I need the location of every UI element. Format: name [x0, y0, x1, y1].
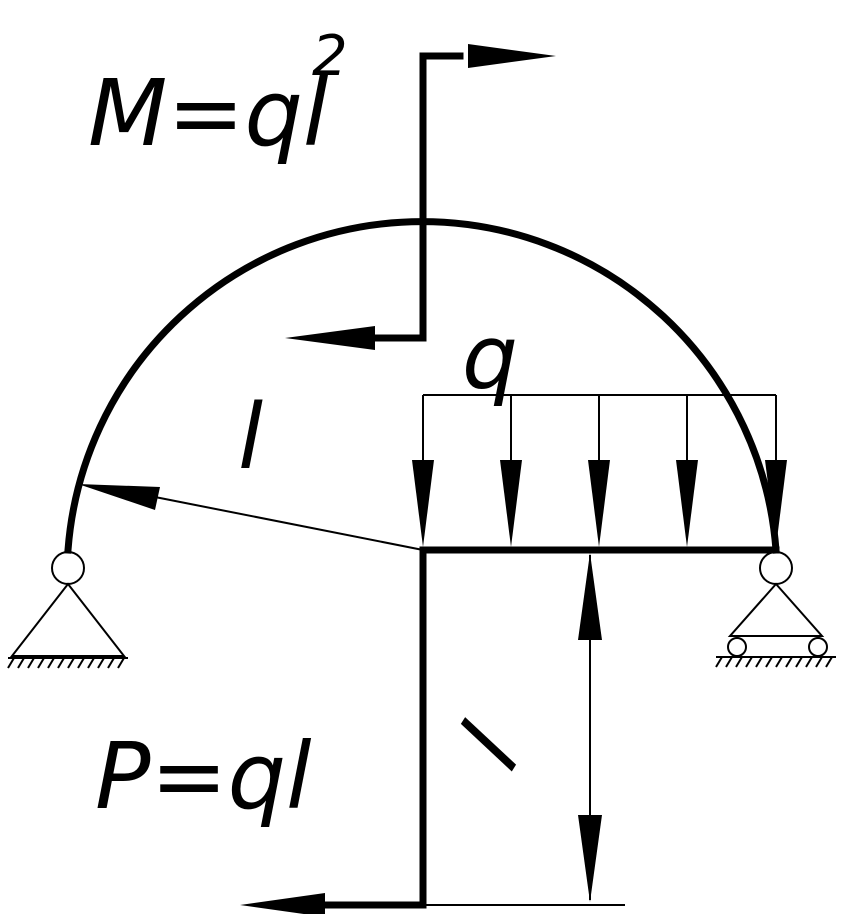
force-label: P=ql [95, 723, 312, 830]
length-label: l [440, 709, 542, 786]
radius-pointer [78, 484, 424, 551]
moment-label: M=ql [88, 60, 329, 167]
roller-support-right [715, 551, 836, 668]
load-label: q [462, 306, 518, 409]
moment-exponent: 2 [312, 24, 348, 89]
moment-m-couple [285, 44, 556, 350]
force-p-arrow [240, 893, 427, 914]
pin-support-left [7, 551, 128, 669]
radius-label: l [238, 385, 263, 490]
distributed-load-q [412, 394, 787, 547]
dimension-line [423, 553, 625, 906]
